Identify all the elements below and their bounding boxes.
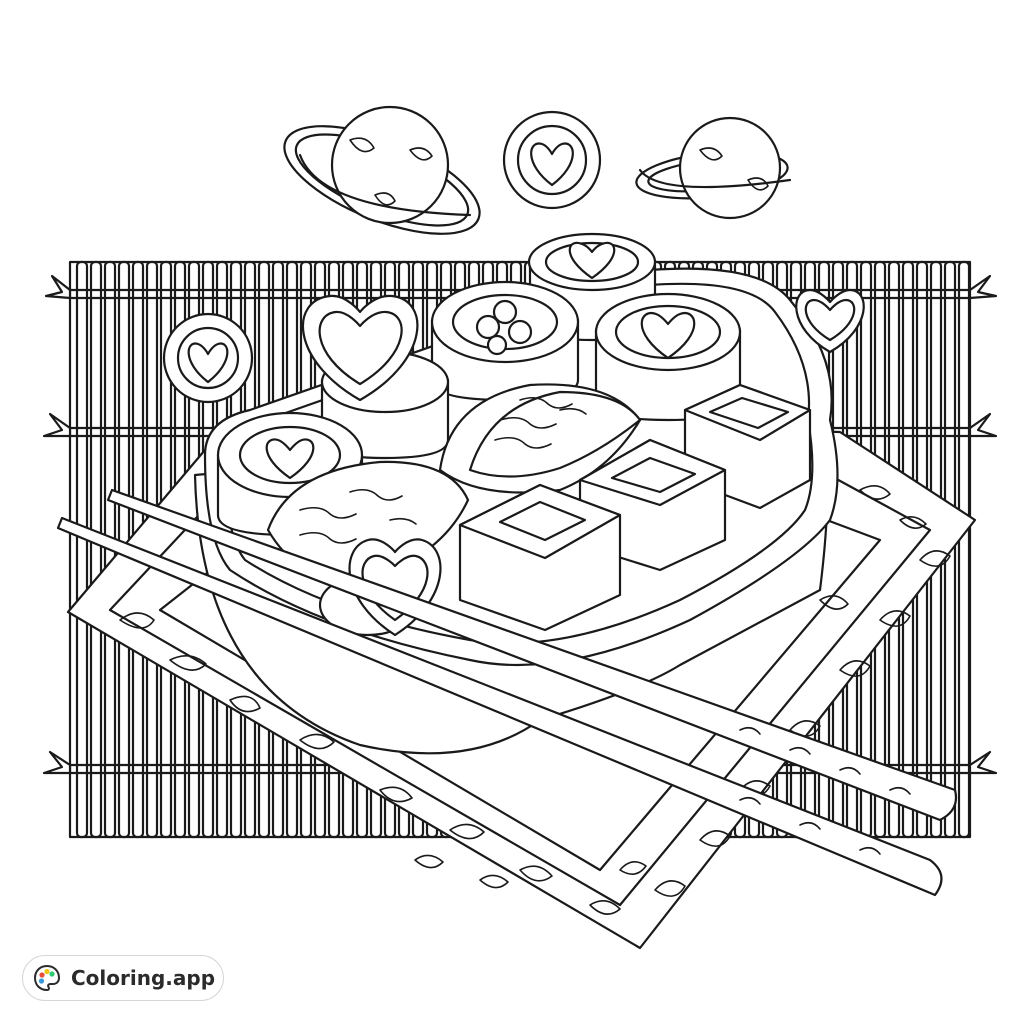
brand-badge[interactable]: Coloring.app: [22, 955, 224, 1001]
nigiri-salmon-top: [440, 384, 640, 492]
maki-square-front: [460, 485, 620, 630]
bamboo-slat: [91, 262, 101, 837]
heart-sushi-roll-right: [596, 294, 740, 420]
heart-topper-large: [303, 296, 417, 400]
bamboo-slat: [959, 262, 969, 837]
heart-sushi-left: [164, 314, 252, 402]
heart-topper-right: [796, 290, 864, 352]
brand-name: Coloring.app: [71, 966, 216, 990]
bamboo-slat: [77, 262, 87, 837]
sushi-roll-fillings: [432, 282, 578, 400]
planet-icon-right: [634, 118, 790, 218]
mat-tassel-left: [44, 276, 70, 773]
chopsticks: [58, 490, 956, 895]
heart-sushi-top-center: [504, 112, 600, 208]
planet-icon-left: [271, 104, 494, 256]
palette-icon: [33, 964, 61, 992]
mat-tassel-right: [970, 276, 996, 773]
